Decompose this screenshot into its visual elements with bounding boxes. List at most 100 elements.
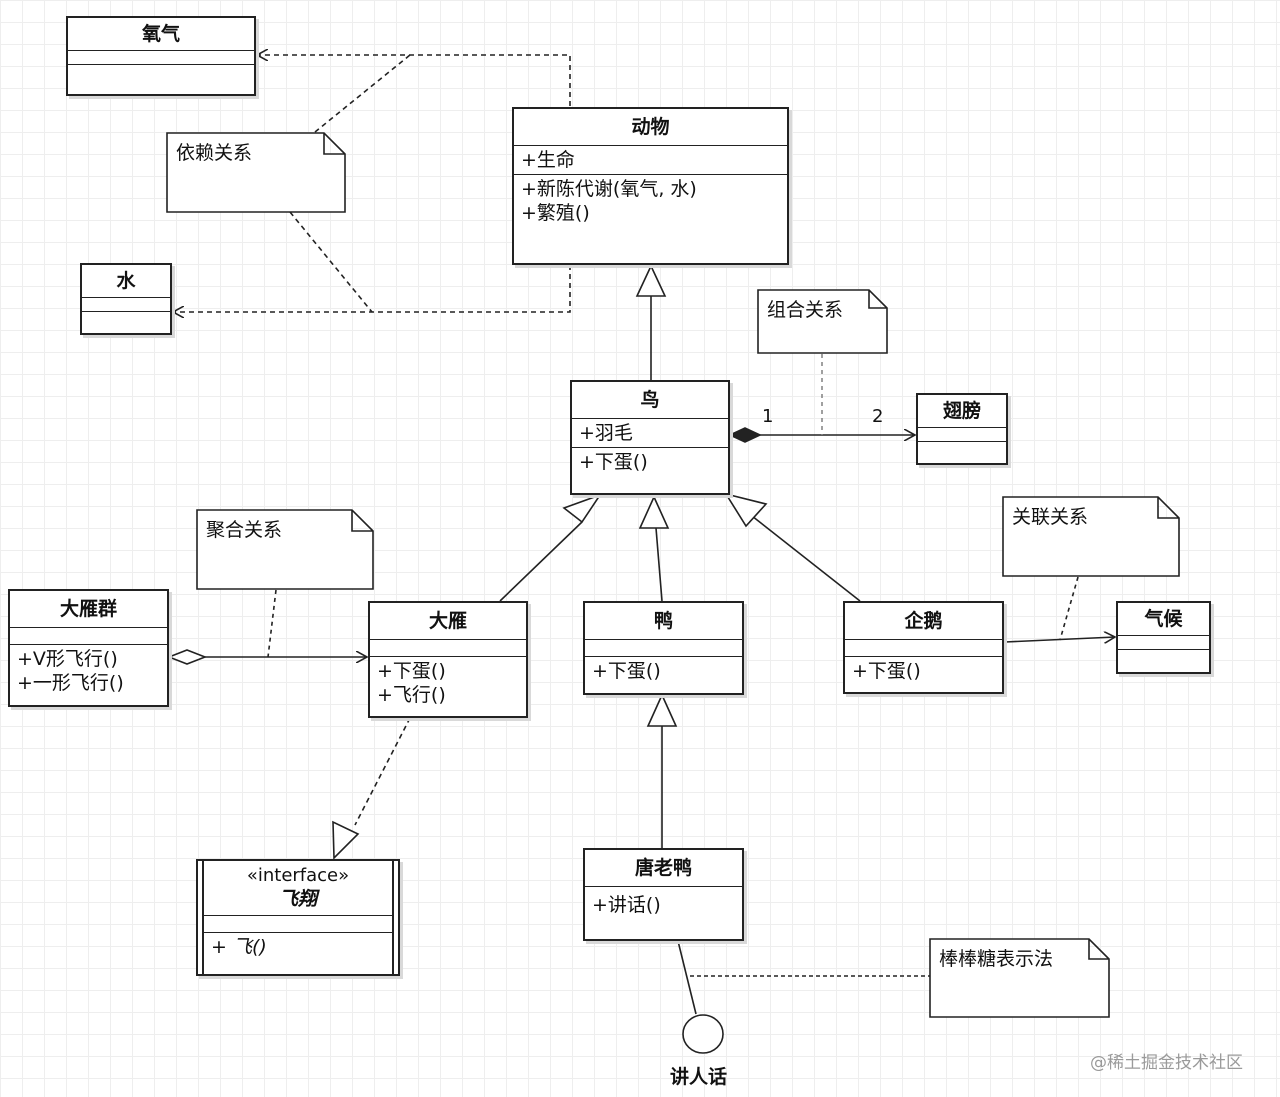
operation: +飞行() <box>377 684 446 706</box>
note-link-dependency-bottom <box>289 211 373 313</box>
note-dependency[interactable]: 依赖关系 <box>166 132 346 213</box>
note-link-dependency-top <box>314 54 411 133</box>
operations-section: +下蛋() <box>572 448 728 476</box>
dependency-animal-oxygen <box>257 55 571 106</box>
note-text: 依赖关系 <box>176 142 253 164</box>
operations-section: +下蛋() <box>845 657 1002 685</box>
note-shape <box>929 938 1110 1018</box>
class-bird[interactable]: 鸟 +羽毛 +下蛋() <box>570 380 730 495</box>
note-text: 组合关系 <box>767 299 844 321</box>
class-goose[interactable]: 大雁 +下蛋() +飞行() <box>368 601 528 718</box>
operations-section: + 飞() <box>204 933 392 961</box>
generalization-triangle-duck <box>638 495 670 529</box>
note-text: 关联关系 <box>1012 506 1089 528</box>
attributes-section <box>68 51 254 65</box>
operations-section <box>68 65 254 78</box>
watermark: @稀土掘金技术社区 <box>1090 1053 1243 1073</box>
class-goose-flock[interactable]: 大雁群 +V形飞行() +一形飞行() <box>8 589 169 707</box>
class-animal[interactable]: 动物 +生命 +新陈代谢(氧气, 水) +繁殖() <box>512 107 789 265</box>
attributes-section <box>845 640 1002 657</box>
operation: +下蛋() <box>377 660 446 682</box>
interface-label-speak: 讲人话 <box>670 1066 728 1088</box>
operations-section: +下蛋() +飞行() <box>370 657 526 709</box>
class-water[interactable]: 水 <box>80 263 172 335</box>
composition-diamond <box>728 427 762 443</box>
operation: + 飞() <box>211 936 267 958</box>
operations-section <box>918 442 1006 455</box>
operation: +下蛋() <box>592 660 661 682</box>
attributes-section: +羽毛 <box>572 419 728 448</box>
generalization-triangle-goose <box>562 493 603 524</box>
class-climate[interactable]: 气候 <box>1116 601 1211 674</box>
attribute: +羽毛 <box>579 422 633 444</box>
realization-triangle <box>332 820 360 860</box>
attributes-section <box>918 428 1006 442</box>
stereotype-label: «interface» <box>246 865 350 886</box>
class-name: 鸭 <box>585 603 742 640</box>
operations-section: +新陈代谢(氧气, 水) +繁殖() <box>514 175 787 227</box>
class-donald-duck[interactable]: 唐老鸭 +讲话() <box>583 848 744 941</box>
note-shape <box>757 289 888 354</box>
note-shape <box>196 509 374 590</box>
operation: +讲话() <box>592 894 661 916</box>
interface-header: «interface» 飞翔 <box>204 861 392 916</box>
attributes-section <box>10 628 167 645</box>
interface-flying[interactable]: «interface» 飞翔 + 飞() <box>196 859 400 976</box>
class-penguin[interactable]: 企鹅 +下蛋() <box>843 601 1004 694</box>
note-shape <box>166 132 346 213</box>
note-shape <box>1002 496 1180 577</box>
class-name: 气候 <box>1118 603 1209 636</box>
operation: +一形飞行() <box>17 672 124 694</box>
multiplicity-bird: 1 <box>762 406 774 427</box>
aggregation-diamond <box>166 649 208 665</box>
operation: +繁殖() <box>521 202 590 224</box>
class-name: 大雁群 <box>10 591 167 628</box>
class-duck[interactable]: 鸭 +下蛋() <box>583 601 744 695</box>
note-aggregation[interactable]: 聚合关系 <box>196 509 374 590</box>
operations-section: +下蛋() <box>585 657 742 685</box>
realization-goose-interface <box>354 717 411 826</box>
operation: +下蛋() <box>579 451 648 473</box>
note-text: 棒棒糖表示法 <box>939 948 1054 970</box>
class-name: 企鹅 <box>845 603 1002 640</box>
class-oxygen[interactable]: 氧气 <box>66 16 256 96</box>
attribute: +生命 <box>521 149 575 171</box>
note-link-association <box>1059 576 1079 641</box>
attributes-section: +生命 <box>514 146 787 175</box>
generalization-duck-bird <box>655 527 663 602</box>
generalization-goose-bird <box>499 521 583 602</box>
operation: +下蛋() <box>852 660 921 682</box>
generalization-triangle-animal <box>635 264 667 297</box>
operations-section: +讲话() <box>585 887 742 919</box>
class-name: 大雁 <box>370 603 526 640</box>
attributes-section <box>1118 636 1209 650</box>
note-association[interactable]: 关联关系 <box>1002 496 1180 577</box>
lollipop-circle <box>682 1014 724 1054</box>
attributes-section <box>585 640 742 657</box>
operations-section <box>1118 650 1209 663</box>
generalization-triangle-donald <box>646 693 678 727</box>
lollipop-stem <box>677 940 697 1015</box>
note-link-aggregation <box>267 589 277 658</box>
attributes-section <box>204 916 392 933</box>
note-lollipop[interactable]: 棒棒糖表示法 <box>929 938 1110 1018</box>
class-wing[interactable]: 翅膀 <box>916 393 1008 465</box>
generalization-penguin-bird <box>751 515 861 602</box>
operations-section <box>82 312 170 325</box>
class-name: 水 <box>82 265 170 298</box>
operation: +V形飞行() <box>17 648 118 670</box>
note-text: 聚合关系 <box>206 519 283 541</box>
operations-section: +V形飞行() +一形飞行() <box>10 645 167 697</box>
attributes-section <box>370 640 526 657</box>
class-name: 唐老鸭 <box>585 850 742 887</box>
class-name: 动物 <box>514 109 787 146</box>
operation: +新陈代谢(氧气, 水) <box>521 178 697 200</box>
dependency-animal-water <box>173 265 571 312</box>
multiplicity-wing: 2 <box>872 406 884 427</box>
class-name: 翅膀 <box>918 395 1006 428</box>
note-composition[interactable]: 组合关系 <box>757 289 888 354</box>
attributes-section <box>82 298 170 312</box>
interface-name: 飞翔 <box>278 888 317 910</box>
generalization-triangle-penguin <box>724 492 768 528</box>
